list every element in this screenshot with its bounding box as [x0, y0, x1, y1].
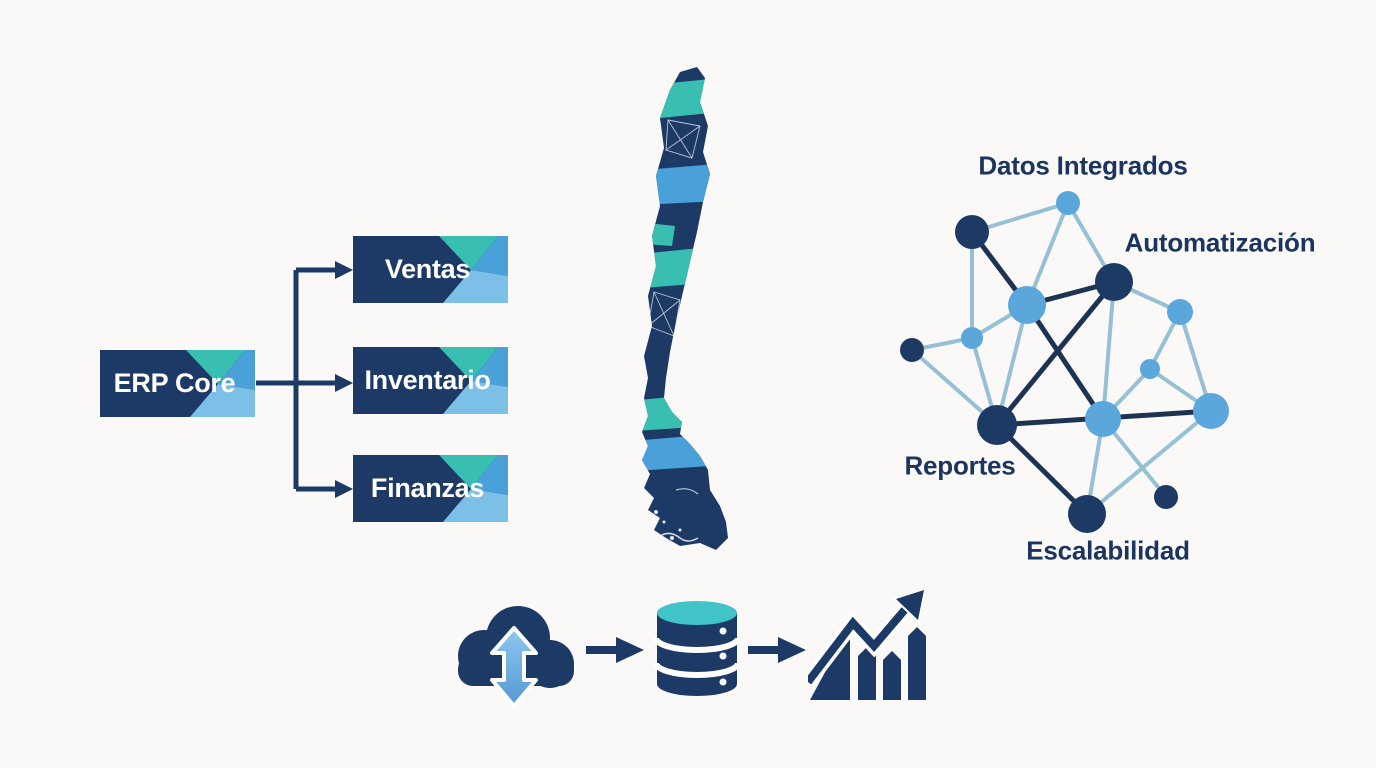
growth-chart-icon [808, 590, 927, 700]
network-edge [995, 423, 1089, 516]
box-chevron-decor [186, 350, 255, 417]
network-node-n5 [1167, 299, 1193, 325]
arrowhead-icon [335, 374, 353, 392]
arrowhead-icon [892, 590, 927, 624]
cloud-sync-icon [458, 606, 574, 708]
network-label-automatizacion: Automatización [1124, 227, 1316, 258]
box-chevron-decor [439, 347, 508, 414]
network-node-n3 [1095, 263, 1133, 301]
finanzas-box: Finanzas [353, 455, 508, 522]
network-label-datos-integrados: Datos Integrados [978, 150, 1188, 181]
network-node-n1 [955, 215, 989, 249]
network-node-n4 [1008, 286, 1046, 324]
network-edge [1101, 281, 1116, 420]
network-node-n8 [1140, 359, 1160, 379]
network-label-reportes: Reportes [904, 450, 1016, 481]
network-edge [1024, 303, 1106, 421]
erp-core-label: ERP Core [113, 368, 236, 398]
database-icon [653, 601, 741, 696]
network-node-n9 [977, 405, 1017, 445]
network-edge [1085, 409, 1213, 516]
box-chevron-decor [439, 236, 508, 303]
network-node-n7 [900, 338, 924, 362]
network-graph [900, 191, 1229, 533]
arrowhead-icon [335, 261, 353, 279]
network-node-n11 [1193, 393, 1229, 429]
erp-core-box: ERP Core [100, 350, 255, 417]
flowchart-connector [256, 261, 353, 498]
box-chevron-decor [439, 455, 508, 522]
ventas-box: Ventas [353, 236, 508, 303]
arrow-right-icon [586, 637, 644, 663]
network-node-n2 [1056, 191, 1080, 215]
arrow-right-icon [748, 637, 806, 663]
network-edge [995, 304, 1029, 426]
network-node-n13 [1154, 485, 1178, 509]
network-node-n6 [961, 327, 983, 349]
network-node-n12 [1068, 495, 1106, 533]
network-label-escalabilidad: Escalabilidad [1026, 535, 1190, 566]
sync-arrow-icon [490, 626, 538, 708]
network-edge [995, 280, 1116, 427]
inventario-label: Inventario [364, 365, 491, 395]
ventas-label: Ventas [384, 254, 471, 284]
network-node-n10 [1085, 401, 1121, 437]
inventario-box: Inventario [353, 347, 508, 414]
finanzas-label: Finanzas [370, 473, 485, 503]
chile-map-icon [642, 67, 728, 550]
arrowhead-icon [335, 480, 353, 498]
